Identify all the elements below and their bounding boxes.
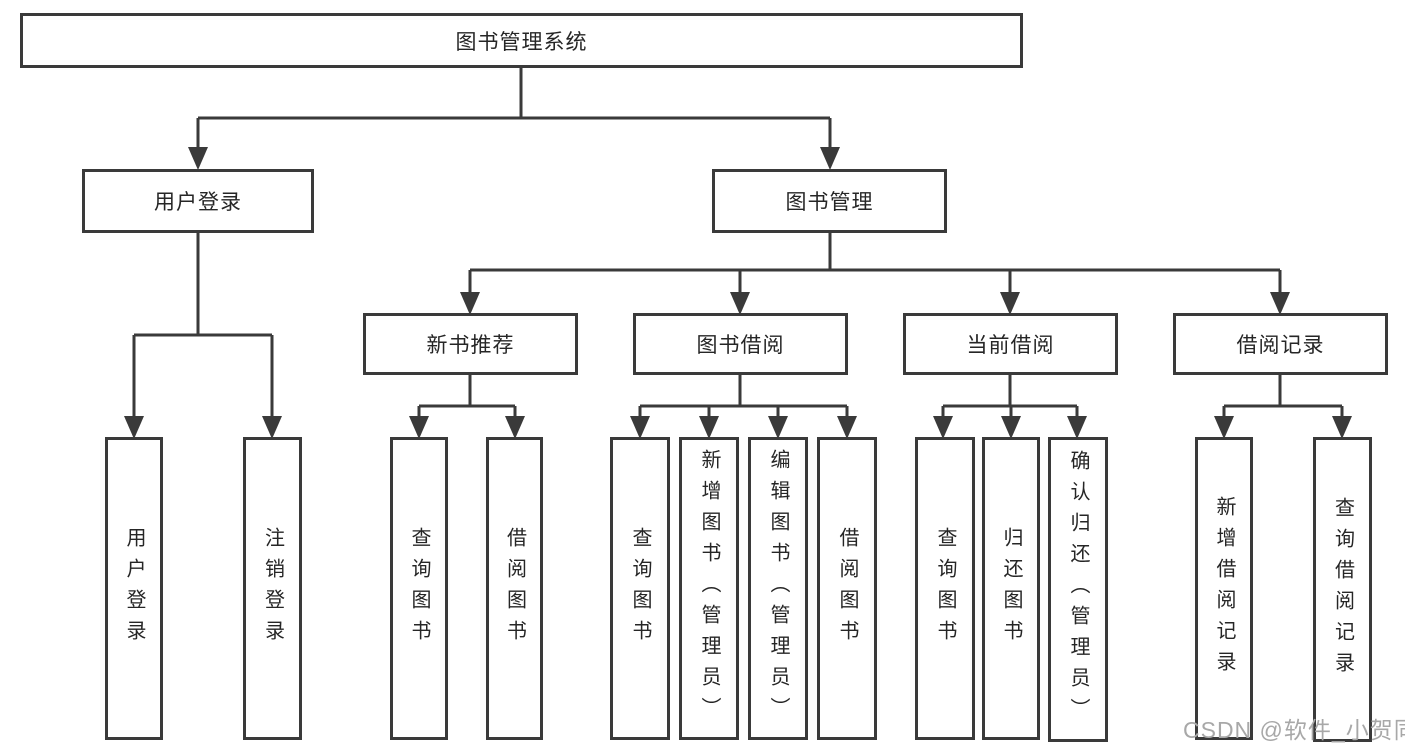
node-borrow-books-newbook: 借阅图书	[486, 437, 543, 740]
node-label: 归还图书	[1000, 526, 1022, 651]
csdn-watermark: CSDN @软件_小贺同学	[1183, 717, 1405, 743]
node-label: 查询图书	[629, 526, 651, 651]
arrow-down-icon	[1000, 292, 1020, 315]
node-logout-leaf: 注销登录	[243, 437, 302, 740]
arrow-down-icon	[933, 416, 953, 439]
node-query-books-borrow: 查询图书	[610, 437, 670, 740]
node-label: 用户登录	[123, 526, 145, 651]
node-new-book-recommend: 新书推荐	[363, 313, 578, 375]
node-label: 查询图书	[934, 526, 956, 651]
arrow-down-icon	[1067, 416, 1087, 439]
node-label: 借阅图书	[836, 526, 858, 651]
node-label: 图书管理系统	[455, 30, 588, 54]
node-book-management: 图书管理	[712, 169, 947, 233]
node-label: 确认归还（管理员）	[1067, 450, 1089, 729]
node-borrow-records: 借阅记录	[1173, 313, 1388, 375]
arrow-down-icon	[1332, 416, 1352, 439]
node-label: 用户登录	[154, 191, 242, 214]
node-current-borrowing: 当前借阅	[903, 313, 1118, 375]
node-label: 图书借阅	[696, 334, 785, 357]
arrow-down-icon	[730, 292, 750, 315]
arrow-down-icon	[262, 416, 282, 439]
node-label: 图书管理	[785, 191, 874, 214]
node-borrow-books-borrow: 借阅图书	[817, 437, 877, 740]
arrow-down-icon	[505, 416, 525, 439]
node-label: 借阅记录	[1236, 334, 1325, 357]
node-query-books-current: 查询图书	[915, 437, 975, 740]
node-return-book: 归还图书	[982, 437, 1040, 740]
node-add-borrow-record: 新增借阅记录	[1195, 437, 1253, 740]
node-label: 新增图书（管理员）	[698, 449, 720, 728]
node-book-borrowing: 图书借阅	[633, 313, 848, 375]
arrow-down-icon	[460, 292, 480, 315]
node-confirm-return-admin: 确认归还（管理员）	[1048, 437, 1108, 742]
node-label: 借阅图书	[503, 526, 526, 651]
node-label: 查询图书	[408, 526, 430, 651]
node-edit-book-admin: 编辑图书（管理员）	[748, 437, 808, 740]
node-label: 当前借阅	[966, 334, 1055, 357]
node-label: 查询借阅记录	[1331, 496, 1354, 683]
arrow-down-icon	[1214, 416, 1234, 439]
node-label: 新增借阅记录	[1213, 495, 1235, 682]
arrow-down-icon	[124, 416, 144, 439]
arrow-down-icon	[1001, 416, 1021, 439]
arrow-down-icon	[409, 416, 429, 439]
arrow-down-icon	[630, 416, 650, 439]
arrow-down-icon	[1270, 292, 1290, 315]
arrow-down-icon	[820, 147, 840, 170]
arrow-down-icon	[837, 416, 857, 439]
node-add-book-admin: 新增图书（管理员）	[679, 437, 739, 740]
node-query-borrow-record: 查询借阅记录	[1313, 437, 1372, 742]
node-system-root: 图书管理系统	[20, 13, 1023, 68]
node-label: 编辑图书（管理员）	[767, 449, 789, 728]
node-label: 注销登录	[261, 526, 284, 651]
arrow-down-icon	[768, 416, 788, 439]
node-label: 新书推荐	[426, 334, 515, 357]
node-query-books-newbook: 查询图书	[390, 437, 448, 740]
node-user-login-leaf: 用户登录	[105, 437, 163, 740]
arrow-down-icon	[699, 416, 719, 439]
node-user-login: 用户登录	[82, 169, 314, 233]
arrow-down-icon	[188, 147, 208, 170]
